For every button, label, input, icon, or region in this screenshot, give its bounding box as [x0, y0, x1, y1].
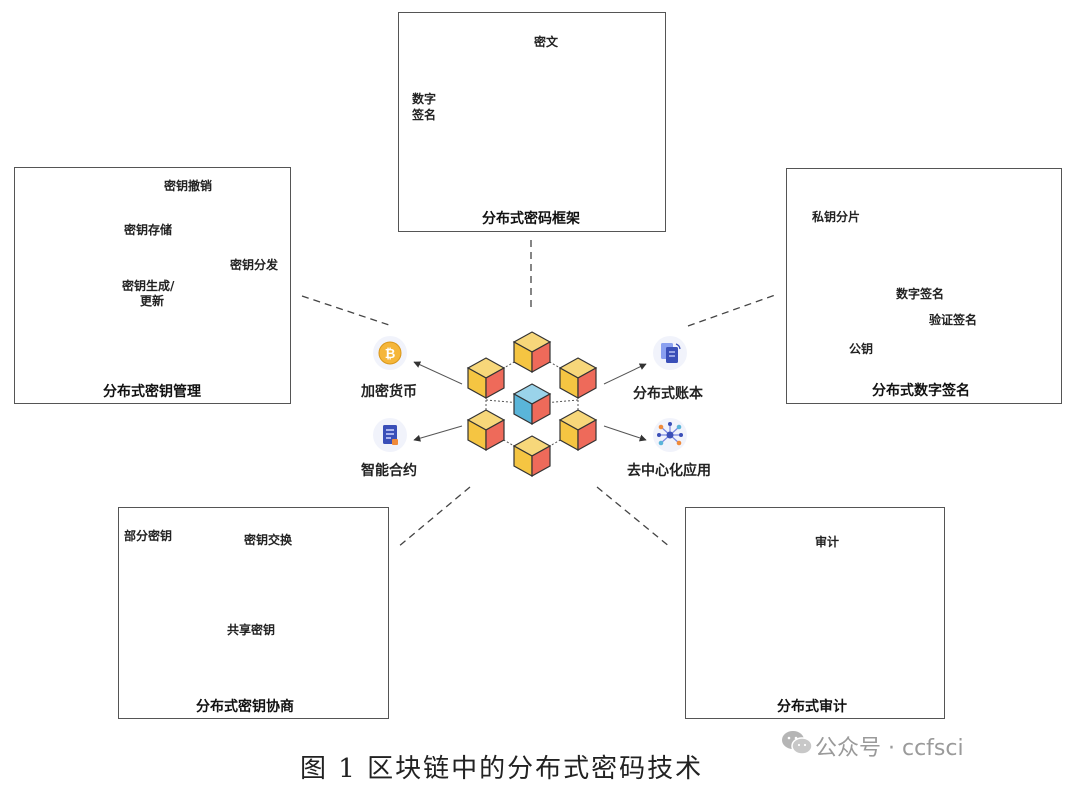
digital-signature-label: 数字签名: [896, 287, 945, 301]
audit-title: 分布式审计: [777, 699, 847, 715]
hub-label-distributed-ledger: 分布式账本: [633, 386, 703, 402]
partial-key-label: 部分密钥: [124, 529, 173, 543]
signature-label-line1: 数字: [412, 92, 437, 106]
panel-digital-signature: [786, 168, 1062, 404]
key-negotiation-title: 分布式密钥协商: [196, 699, 294, 715]
panel-key-negotiation: [118, 507, 389, 719]
panel-cipher-framework: [398, 12, 666, 232]
signature-label-line2: 签名: [412, 108, 437, 122]
ciphertext-label: 密文: [534, 35, 559, 49]
dapp-network-icon: [652, 417, 688, 453]
verify-signature-label: 验证签名: [929, 313, 978, 327]
key-generate-label-line1: 密钥生成/: [122, 279, 175, 293]
hub-arrow: [603, 363, 647, 385]
block-cube-icon: [559, 357, 597, 399]
key-management-title: 分布式密钥管理: [103, 384, 201, 400]
key-shard-label: 私钥分片: [812, 210, 861, 224]
block-cube-icon: [559, 409, 597, 451]
panel-audit: [685, 507, 945, 719]
key-revoke-label: 密钥撤销: [164, 179, 213, 193]
hub-label-dapp: 去中心化应用: [627, 463, 711, 479]
block-cube-icon: [513, 383, 551, 425]
watermark: 公众号 · ccfsci: [815, 736, 964, 761]
cryptocurrency-coin-icon: [372, 335, 408, 371]
shared-key-label: 共享密钥: [227, 623, 276, 637]
key-exchange-label: 密钥交换: [244, 533, 293, 547]
panel-key-management: [14, 167, 291, 404]
block-cube-icon: [467, 409, 505, 451]
hub-label-cryptocurrency: 加密货币: [361, 384, 417, 400]
hub-arrow: [603, 425, 647, 442]
block-cube-icon: [467, 357, 505, 399]
hub-arrow: [413, 425, 463, 442]
block-cube-icon: [513, 435, 551, 477]
distributed-ledger-icon: [652, 335, 688, 371]
framework-title: 分布式密码框架: [482, 211, 580, 227]
key-distribute-label: 密钥分发: [230, 258, 279, 272]
block-cube-icon: [513, 331, 551, 373]
key-generate-label-line2: 更新: [140, 294, 165, 308]
audit-label: 审计: [815, 535, 840, 549]
hub-connectors: [301, 240, 779, 548]
key-storage-label: 密钥存储: [124, 223, 173, 237]
smart-contract-icon: [372, 417, 408, 453]
public-key-label: 公钥: [849, 342, 874, 356]
figure-caption: 图 1 区块链中的分布式密码技术: [300, 754, 704, 784]
wechat-icon: [782, 731, 813, 755]
hub-label-smart-contract: 智能合约: [361, 463, 417, 479]
digital-signature-title: 分布式数字签名: [872, 383, 970, 399]
hub-arrow: [413, 361, 463, 385]
